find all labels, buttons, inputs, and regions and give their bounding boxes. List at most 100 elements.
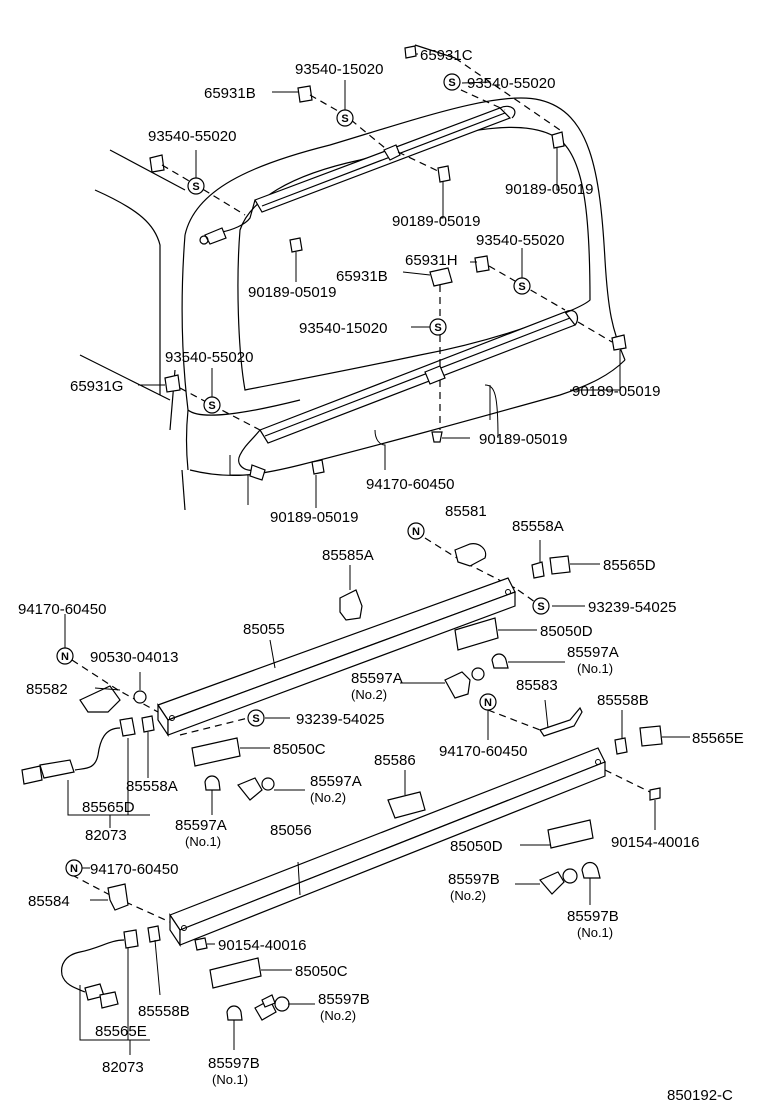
light-bar-85055	[157, 577, 516, 737]
label-94170-60450-mid: 94170-60450	[439, 743, 527, 760]
symbol-n-4: N	[65, 859, 83, 877]
screw-90154-bottom	[194, 937, 215, 951]
label-85583: 85583	[516, 677, 558, 694]
harness-82073-bottom	[60, 925, 161, 1055]
lower-lamp-strip	[238, 310, 579, 481]
bulb-85597B-no2-right	[515, 868, 578, 895]
symbol-s-6: S	[203, 396, 221, 414]
light-bar-85056	[169, 747, 606, 947]
label-85565D-top: 85565D	[603, 557, 656, 574]
label-85050D-top: 85050D	[540, 623, 593, 640]
label-90154-40016-right: 90154-40016	[611, 834, 699, 851]
label-85597B-no2-right: 85597B	[448, 871, 500, 888]
symbol-s-7: S	[532, 597, 550, 615]
svg-text:S: S	[252, 713, 259, 725]
label-85565E-left: 85565E	[95, 1023, 147, 1040]
label-94170-60450-left: 94170-60450	[18, 601, 106, 618]
label-65931B-mid: 65931B	[336, 268, 388, 285]
label-85050C-bottom: 85050C	[295, 963, 348, 980]
label-65931B-top: 65931B	[204, 85, 256, 102]
label-85558B-right: 85558B	[597, 692, 649, 709]
symbol-n-1: N	[407, 522, 425, 540]
label-85597A-no2-lower: 85597A	[310, 773, 362, 790]
label-85584: 85584	[28, 893, 70, 910]
label-93239-54025-right: 93239-54025	[588, 599, 676, 616]
svg-text:S: S	[192, 181, 199, 193]
label-94170-60450-bottom: 94170-60450	[90, 861, 178, 878]
label-no1-c: (No.1)	[577, 925, 613, 940]
label-93540-55020-left: 93540-55020	[148, 128, 236, 145]
label-93540-55020-topright: 93540-55020	[467, 75, 555, 92]
harness-82073-top	[21, 715, 155, 828]
left-lower-parts	[71, 867, 171, 923]
label-90189-05019-bottom: 90189-05019	[270, 509, 358, 526]
lens-85050C-top	[191, 737, 270, 767]
label-93239-54025-mid: 93239-54025	[296, 711, 384, 728]
label-90189-05019-mid1: 90189-05019	[392, 213, 480, 230]
label-no1-d: (No.1)	[212, 1072, 248, 1087]
svg-text:S: S	[448, 77, 455, 89]
label-85597A-no1-right: 85597A	[567, 644, 619, 661]
svg-text:S: S	[518, 281, 525, 293]
symbol-s-5: S	[429, 318, 447, 336]
part-labels: 65931C 93540-15020 93540-55020 65931B 93…	[18, 47, 744, 1104]
label-93540-55020-lower: 93540-55020	[165, 349, 253, 366]
label-93540-15020-top: 93540-15020	[295, 61, 383, 78]
left-upper-parts	[64, 614, 159, 713]
symbol-s-8: S	[247, 709, 265, 727]
label-85581: 85581	[445, 503, 487, 520]
label-85597A-no1-left: 85597A	[175, 817, 227, 834]
label-65931C: 65931C	[420, 47, 473, 64]
screw-90154-right	[604, 769, 661, 830]
svg-text:N: N	[484, 697, 492, 709]
bracket-85583	[487, 699, 583, 740]
bulb-85597B-no1-right	[581, 861, 601, 905]
label-85565D-left: 85565D	[82, 799, 135, 816]
symbol-s-1: S	[443, 73, 461, 91]
label-no2-b: (No.2)	[310, 790, 346, 805]
bracket-85585A	[339, 565, 363, 621]
label-no2-a: (No.2)	[351, 687, 387, 702]
label-90154-40016-bottom: 90154-40016	[218, 937, 306, 954]
symbol-n-2: N	[56, 647, 74, 665]
symbol-s-2: S	[336, 109, 354, 127]
label-85585A: 85585A	[322, 547, 374, 564]
bulb-85597A-no2-mid	[400, 667, 485, 699]
label-90189-05019-right1: 90189-05019	[505, 181, 593, 198]
label-90530-04013: 90530-04013	[90, 649, 178, 666]
label-90189-05019-center: 90189-05019	[479, 431, 567, 448]
label-65931G: 65931G	[70, 378, 123, 395]
sockets-right	[614, 710, 690, 755]
bulbs-85597B-bottom	[226, 994, 315, 1050]
lens-85050D-top	[454, 617, 537, 651]
label-85597A-no2-mid: 85597A	[351, 670, 403, 687]
label-85558A-left: 85558A	[126, 778, 178, 795]
label-85586: 85586	[374, 752, 416, 769]
n-symbols: N N N N	[56, 522, 497, 877]
svg-text:S: S	[341, 113, 348, 125]
svg-text:S: S	[434, 322, 441, 334]
symbol-s-3: S	[187, 177, 205, 195]
label-85056: 85056	[270, 822, 312, 839]
label-85050D-bottom: 85050D	[450, 838, 503, 855]
label-85050C-top: 85050C	[273, 741, 326, 758]
body-clips	[149, 45, 627, 475]
label-94170-60450-top: 94170-60450	[366, 476, 454, 493]
label-65931H: 65931H	[405, 252, 458, 269]
upper-lamp-strip	[199, 105, 516, 245]
label-82073-bottom: 82073	[102, 1059, 144, 1076]
label-no2-d: (No.2)	[320, 1008, 356, 1023]
label-90189-05019-right2: 90189-05019	[572, 383, 660, 400]
label-85558B-left: 85558B	[138, 1003, 190, 1020]
svg-text:N: N	[412, 526, 420, 538]
s-symbols: S S S S S S S S	[187, 73, 550, 727]
label-90189-05019-mid2: 90189-05019	[248, 284, 336, 301]
label-85597B-no2-bottom: 85597B	[318, 991, 370, 1008]
label-85582: 85582	[26, 681, 68, 698]
bulb-85597A-no1-right	[491, 653, 565, 669]
label-85565E-right: 85565E	[692, 730, 744, 747]
label-85055: 85055	[243, 621, 285, 638]
svg-text:S: S	[208, 400, 215, 412]
symbol-s-4: S	[513, 277, 531, 295]
